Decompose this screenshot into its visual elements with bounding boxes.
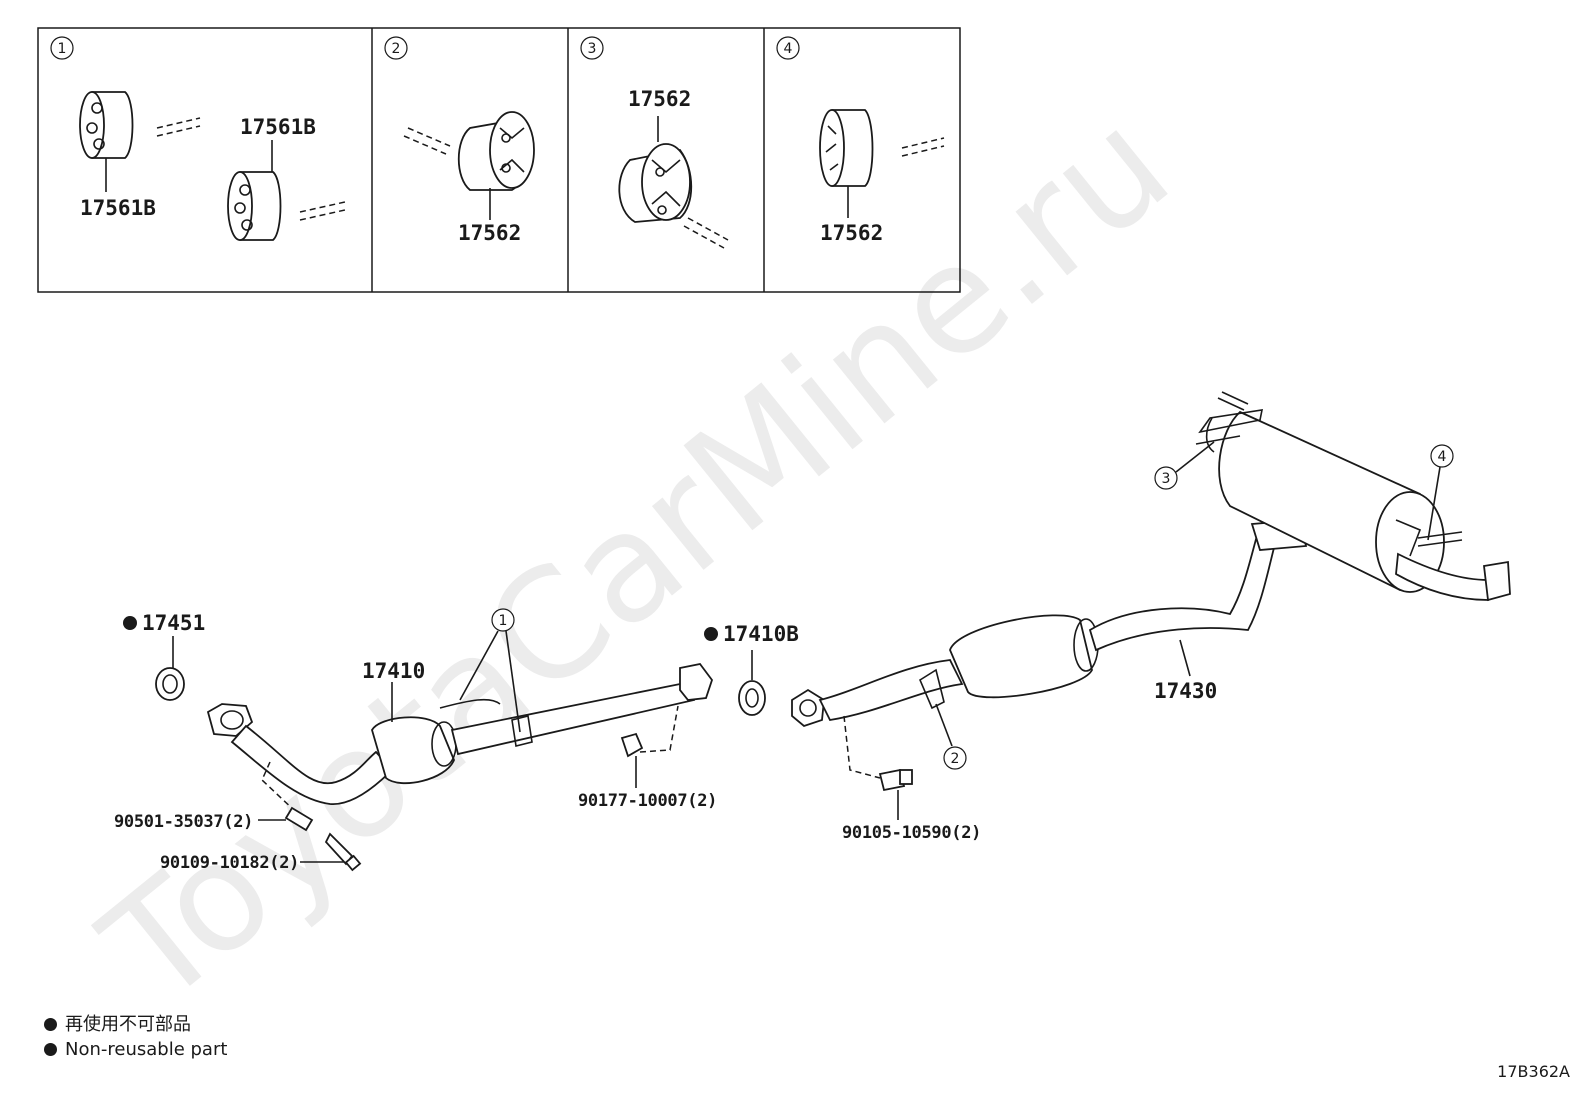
part-label-90109: 90109-10182(2) — [160, 853, 299, 873]
inset-panel-2-callout: 2 — [392, 41, 401, 57]
inset-panel-1-callout: 1 — [58, 41, 67, 57]
part-label-17562-panel2: 17562 — [458, 221, 521, 245]
part-17451: 17451 — [123, 611, 205, 701]
hanger-rubber-icon — [618, 143, 693, 223]
part-label-17561B-a: 17561B — [80, 196, 156, 220]
legend-text-en: Non-reusable part — [65, 1039, 228, 1060]
spring-icon — [284, 806, 314, 832]
diagram-code: 17B362A — [1497, 1062, 1570, 1081]
part-label-17562-panel3: 17562 — [628, 87, 691, 111]
legend-text-ja: 再使用不可部品 — [65, 1014, 191, 1035]
part-90105: 90105-10590(2) — [842, 715, 981, 843]
part-label-17451: 17451 — [142, 611, 205, 635]
part-17430: 17430 2 3 4 — [791, 391, 1511, 770]
hanger-rubber-icon — [457, 111, 535, 191]
callout-2: 2 — [951, 751, 960, 767]
part-label-17430: 17430 — [1154, 679, 1217, 703]
inset-panel-1: 1 17561B 17561B — [50, 36, 346, 241]
callout-4: 4 — [1438, 449, 1447, 465]
inset-panel-2: 2 17562 — [384, 36, 535, 245]
inset-panel-3-callout: 3 — [588, 41, 597, 57]
inset-panel-3: 3 17562 — [580, 36, 729, 249]
part-17410B: 17410B — [704, 622, 799, 716]
inset-panel-4-callout: 4 — [784, 41, 793, 57]
bolt-icon — [878, 768, 906, 792]
hanger-rubber-icon — [227, 171, 282, 241]
hanger-rubber-icon — [819, 109, 874, 187]
part-90501: 90501-35037(2) — [114, 761, 314, 832]
gasket-icon — [738, 680, 766, 716]
part-label-17410B: 17410B — [723, 622, 799, 646]
bolt-icon — [324, 832, 354, 866]
gasket-icon — [155, 667, 185, 701]
callout-3: 3 — [1162, 471, 1171, 487]
legend-row-ja: 再使用不可部品 — [44, 1012, 227, 1037]
nut-icon — [620, 732, 644, 758]
part-label-17561B-b: 17561B — [240, 115, 316, 139]
legend: 再使用不可部品 Non-reusable part — [44, 1012, 227, 1062]
inset-panels: 1 17561B 17561B 2 — [37, 27, 961, 293]
legend-row-en: Non-reusable part — [44, 1037, 227, 1062]
part-label-90501: 90501-35037(2) — [114, 812, 253, 832]
inset-panel-4: 4 17562 — [776, 36, 945, 245]
part-90177: 90177-10007(2) — [578, 705, 717, 811]
hanger-rubber-icon — [79, 91, 134, 159]
bullet-icon — [44, 1018, 57, 1031]
part-label-17410: 17410 — [362, 659, 425, 683]
part-label-90177: 90177-10007(2) — [578, 791, 717, 811]
part-label-17562-panel4: 17562 — [820, 221, 883, 245]
part-90109: 90109-10182(2) — [160, 832, 362, 873]
part-17410: 17410 1 — [206, 608, 714, 805]
part-label-90105: 90105-10590(2) — [842, 823, 981, 843]
callout-1: 1 — [499, 613, 508, 629]
bullet-icon — [44, 1043, 57, 1056]
